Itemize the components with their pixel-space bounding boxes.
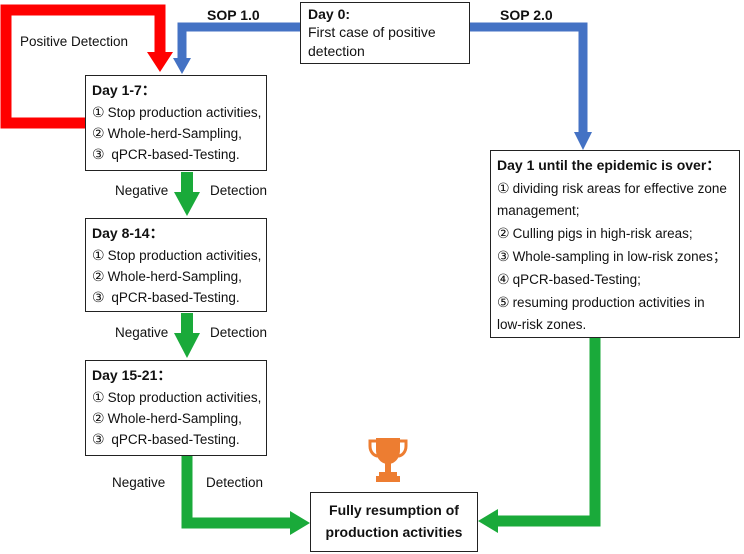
step-number: ② <box>497 225 510 241</box>
sop2-arrowhead <box>574 132 592 150</box>
step-number: ① <box>92 389 105 405</box>
negative-label-2: Negative <box>115 325 169 340</box>
step-text: Stop production activities, <box>107 105 262 120</box>
step-text: Whole-sampling in low-risk zones； <box>512 249 727 264</box>
sop2-title: Day 1 until the epidemic is over： <box>497 157 721 173</box>
sop2-label: SOP 2.0 <box>500 7 553 23</box>
sop1-label: SOP 1.0 <box>207 7 260 23</box>
sop2-to-final-arrow <box>496 338 601 527</box>
negative-arrow-3-head <box>290 511 310 535</box>
day0-box: Day 0: First case of positive detection <box>300 2 470 64</box>
step-number: ④ <box>497 271 510 287</box>
sop1-arrowhead <box>173 58 191 74</box>
trophy-icon <box>368 438 408 482</box>
step-number: ① <box>92 247 105 263</box>
step-number: ③ <box>92 289 105 305</box>
step-text: qPCR-based-Testing. <box>107 290 240 305</box>
step-text: Stop production activities, <box>107 390 262 405</box>
step-text: Whole-herd-Sampling, <box>107 269 242 284</box>
step-item: ③ qPCR-based-Testing. <box>92 287 260 308</box>
detection-label-1: Detection <box>210 183 268 198</box>
day0-title: Day 0: <box>308 6 351 22</box>
step-text: resuming production activities in low-ri… <box>497 295 705 332</box>
step-item: ③ qPCR-based-Testing. <box>92 429 260 450</box>
step-text: qPCR-based-Testing. <box>107 147 240 162</box>
step-text: Whole-herd-Sampling, <box>107 126 242 141</box>
step-text: Culling pigs in high-risk areas; <box>512 226 693 241</box>
detection-label-2: Detection <box>210 325 268 340</box>
sop1-arrow <box>177 22 300 60</box>
step-number: ⑤ <box>497 294 510 310</box>
step-number: ③ <box>92 431 105 447</box>
step-text: qPCR-based-Testing. <box>107 432 240 447</box>
negative-label-3: Negative <box>112 475 166 490</box>
detection-label-3: Detection <box>206 475 264 490</box>
positive-detection-loop-arrow <box>0 4 166 129</box>
day8-14-title: Day 8-14： <box>92 225 164 241</box>
negative-arrow-2 <box>174 313 200 358</box>
day1-7-title: Day 1-7： <box>92 82 156 98</box>
step-item: ③ qPCR-based-Testing. <box>92 144 260 165</box>
day15-21-title: Day 15-21： <box>92 367 172 383</box>
positive-detection-label: Positive Detection <box>20 34 129 49</box>
step-number: ① <box>92 104 105 120</box>
step-number: ② <box>92 410 105 426</box>
step-text: dividing risk areas for effective zone m… <box>497 181 727 218</box>
negative-label-1: Negative <box>115 183 169 198</box>
step-number: ① <box>497 180 510 196</box>
day0-line2: detection <box>308 43 365 59</box>
step-text: qPCR-based-Testing; <box>512 272 641 287</box>
day0-line1: First case of positive <box>308 24 436 40</box>
step-number: ③ <box>497 248 510 264</box>
sop2-to-final-arrowhead <box>478 509 498 533</box>
positive-detection-arrowhead <box>147 52 173 72</box>
step-number: ② <box>92 125 105 141</box>
final-box: Fully resumption of production activitie… <box>310 492 478 552</box>
negative-arrow-3 <box>181 456 292 529</box>
step-text: Stop production activities, <box>107 248 262 263</box>
step-number: ② <box>92 268 105 284</box>
step-text: Whole-herd-Sampling, <box>107 411 242 426</box>
final-line2: production activities <box>325 524 463 540</box>
step-number: ③ <box>92 146 105 162</box>
sop2-arrow <box>470 22 588 134</box>
negative-arrow-1 <box>174 172 200 216</box>
final-line1: Fully resumption of <box>329 502 459 518</box>
